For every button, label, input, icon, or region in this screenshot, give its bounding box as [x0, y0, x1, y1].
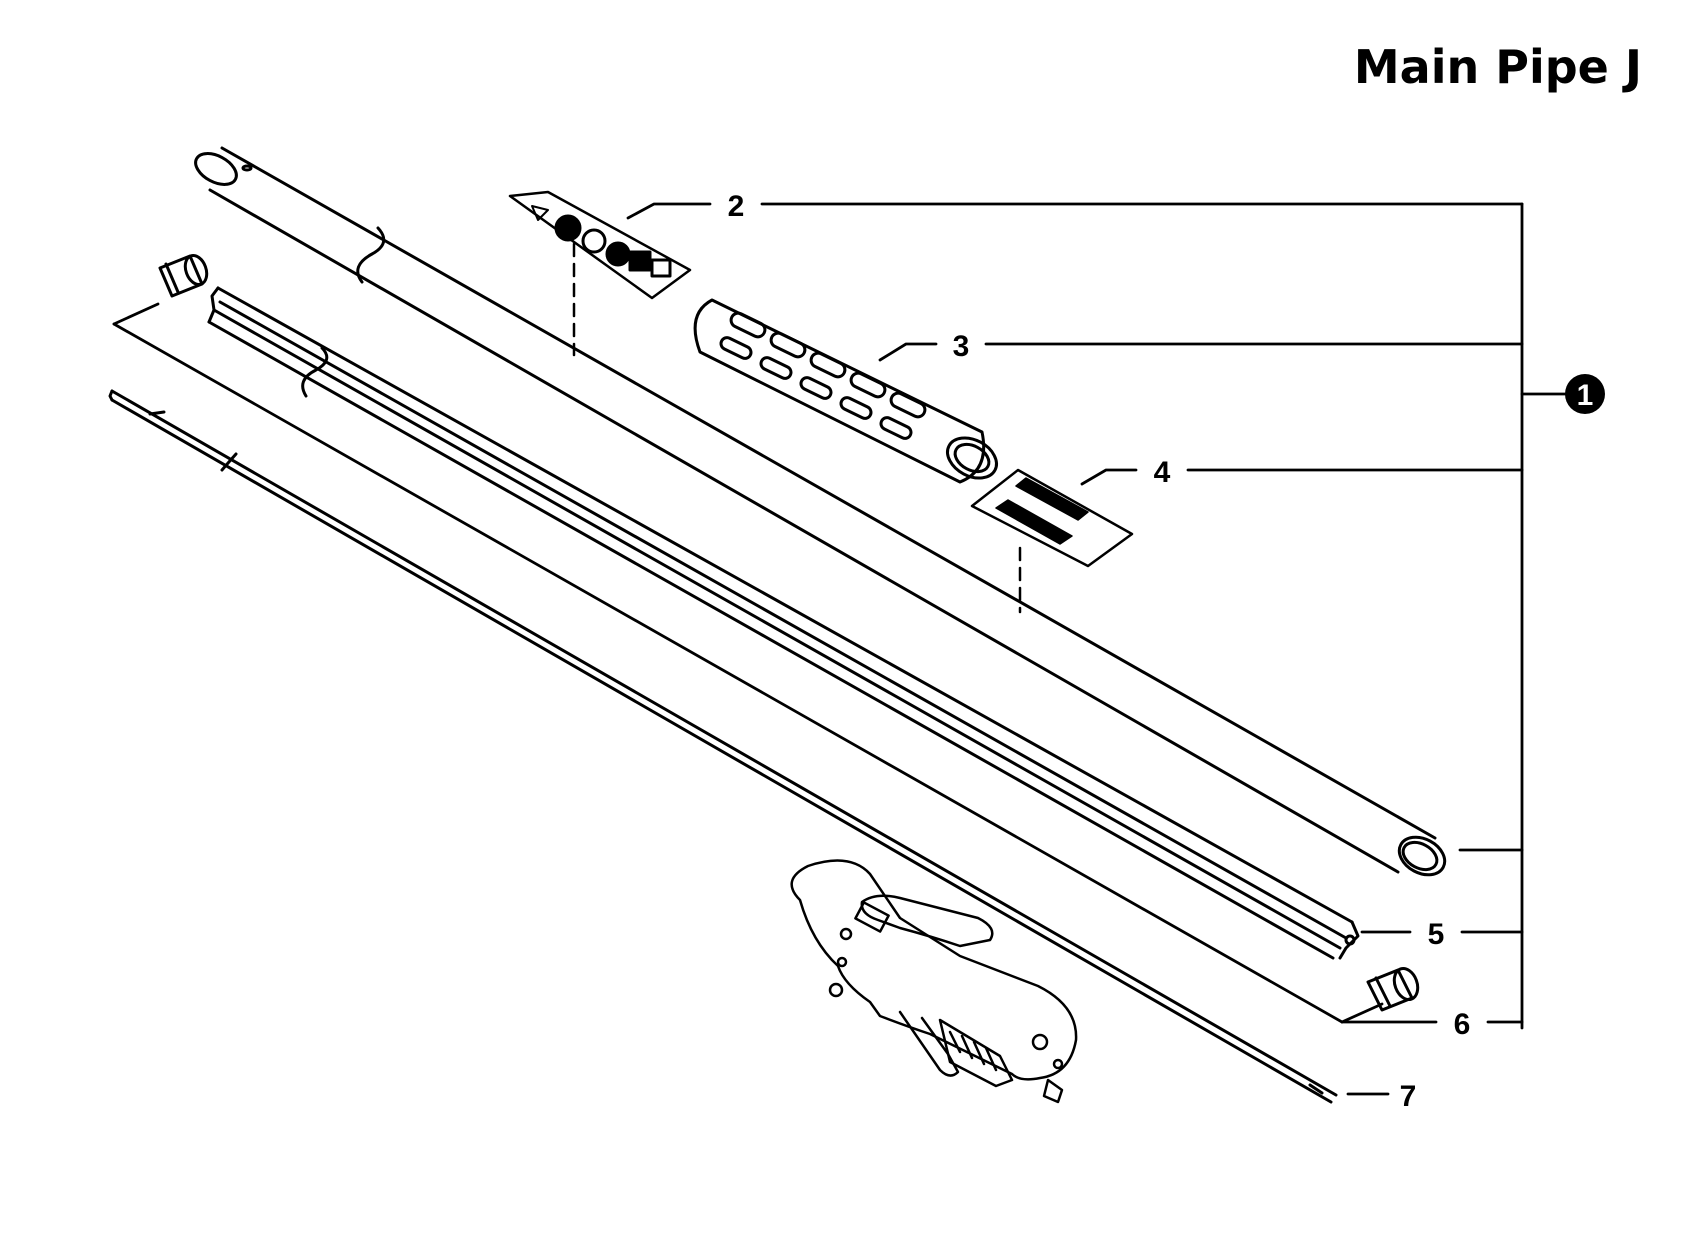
inner-shaft	[207, 286, 1360, 960]
warning-label	[508, 190, 692, 357]
leader-lines	[112, 202, 1568, 1096]
main-pipe-outer-tube	[194, 146, 1447, 877]
callout-7: 7	[1400, 1080, 1417, 1113]
throttle-handle	[790, 859, 1078, 1104]
callout-6: 6	[1454, 1008, 1471, 1041]
callout-5: 5	[1428, 918, 1445, 951]
brand-decal	[970, 468, 1134, 614]
bushing-lower	[1366, 967, 1420, 1012]
drive-rod	[108, 389, 1338, 1104]
callout-4: 4	[1154, 456, 1171, 489]
grip-sleeve	[693, 298, 998, 484]
callout-2: 2	[728, 190, 745, 223]
callout-3: 3	[953, 330, 970, 363]
assembly-number: 1	[1577, 379, 1594, 412]
diagram-title: Main Pipe J	[1353, 40, 1642, 94]
bushing-upper	[158, 253, 209, 298]
assembly-badge	[1565, 374, 1605, 414]
